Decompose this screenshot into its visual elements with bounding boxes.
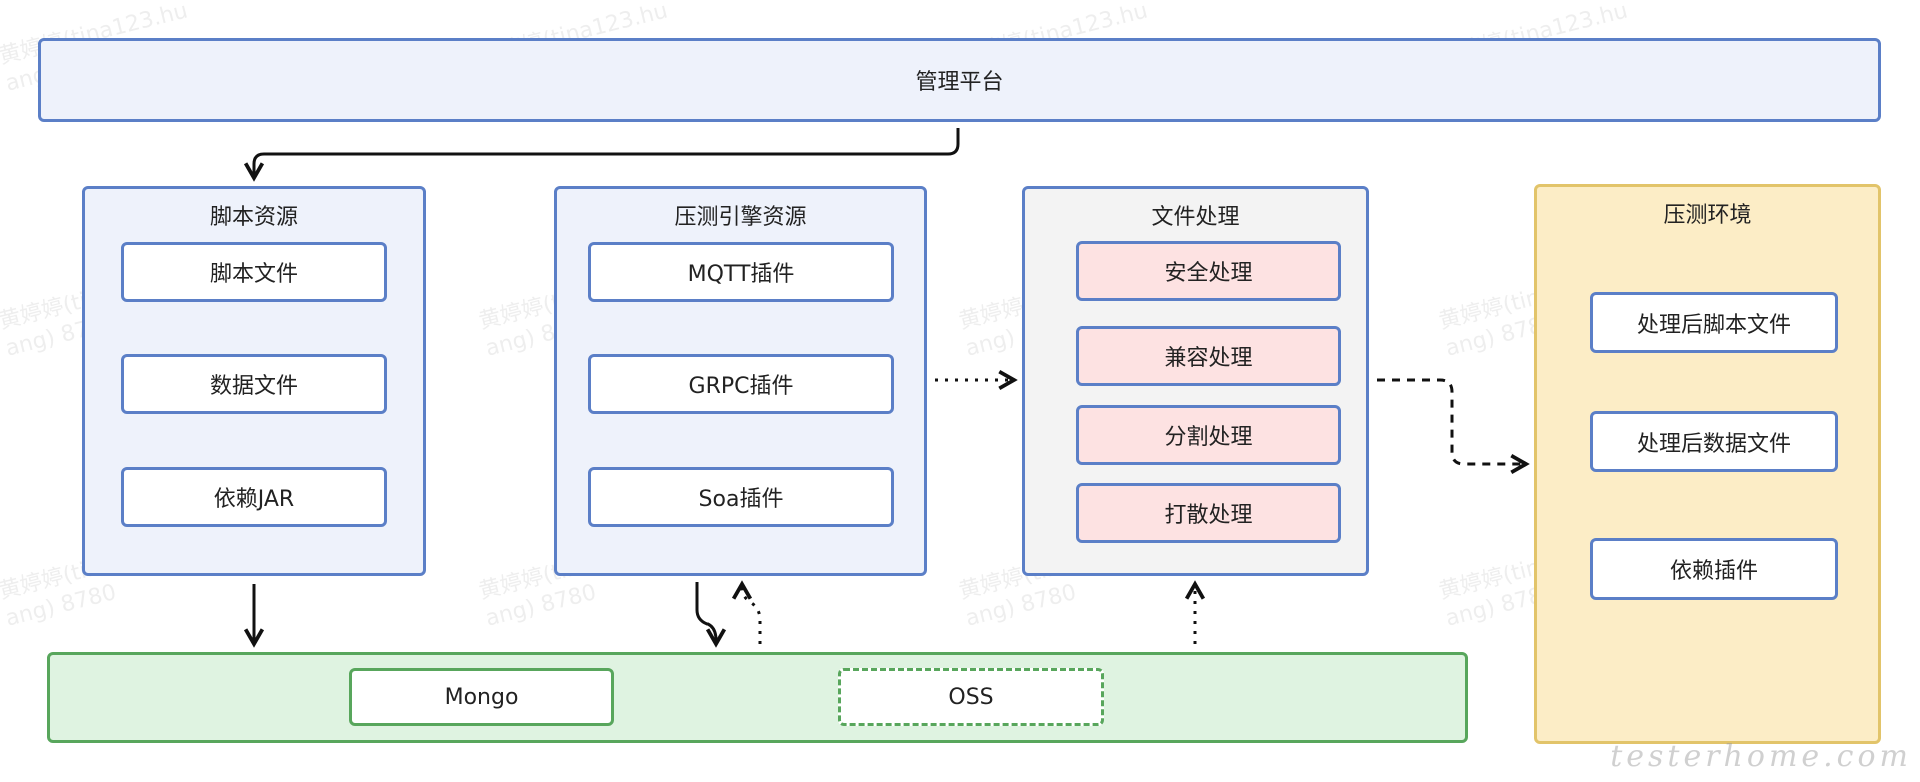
testerhome-logo-watermark: testerhome.com	[1610, 739, 1912, 774]
management-platform-label: 管理平台	[915, 70, 1004, 95]
data-file-item: 数据文件	[121, 354, 387, 414]
mongo-item: Mongo	[349, 668, 614, 726]
processing-to-env-arrow	[1377, 378, 1530, 475]
processed-data-file-item: 处理后数据文件	[1590, 411, 1838, 472]
file-processing-title: 文件处理	[1151, 205, 1240, 230]
storage-to-engine-arrow	[731, 580, 762, 644]
shuffle-processing-item: 打散处理	[1076, 483, 1341, 543]
dependency-plugin-item: 依赖插件	[1590, 538, 1838, 600]
management-platform: 管理平台	[38, 38, 1881, 122]
processed-script-file-item: 处理后脚本文件	[1590, 292, 1838, 353]
oss-item: OSS	[838, 668, 1104, 726]
storage-panel	[47, 652, 1468, 743]
mqtt-plugin-item: MQTT插件	[588, 242, 894, 302]
test-environment-title: 压测环境	[1663, 203, 1752, 228]
platform-to-script-arrow	[243, 128, 960, 182]
security-processing-item: 安全处理	[1076, 241, 1341, 301]
compatibility-processing-item: 兼容处理	[1076, 326, 1341, 386]
script-resources-title: 脚本资源	[209, 205, 298, 230]
engine-resources-title: 压测引擎资源	[674, 205, 807, 230]
soa-plugin-item: Soa插件	[588, 467, 894, 527]
grpc-plugin-item: GRPC插件	[588, 354, 894, 414]
split-processing-item: 分割处理	[1076, 405, 1341, 465]
dependency-jar-item: 依赖JAR	[121, 467, 387, 527]
engine-to-storage-arrow	[695, 582, 727, 648]
script-file-item: 脚本文件	[121, 242, 387, 302]
